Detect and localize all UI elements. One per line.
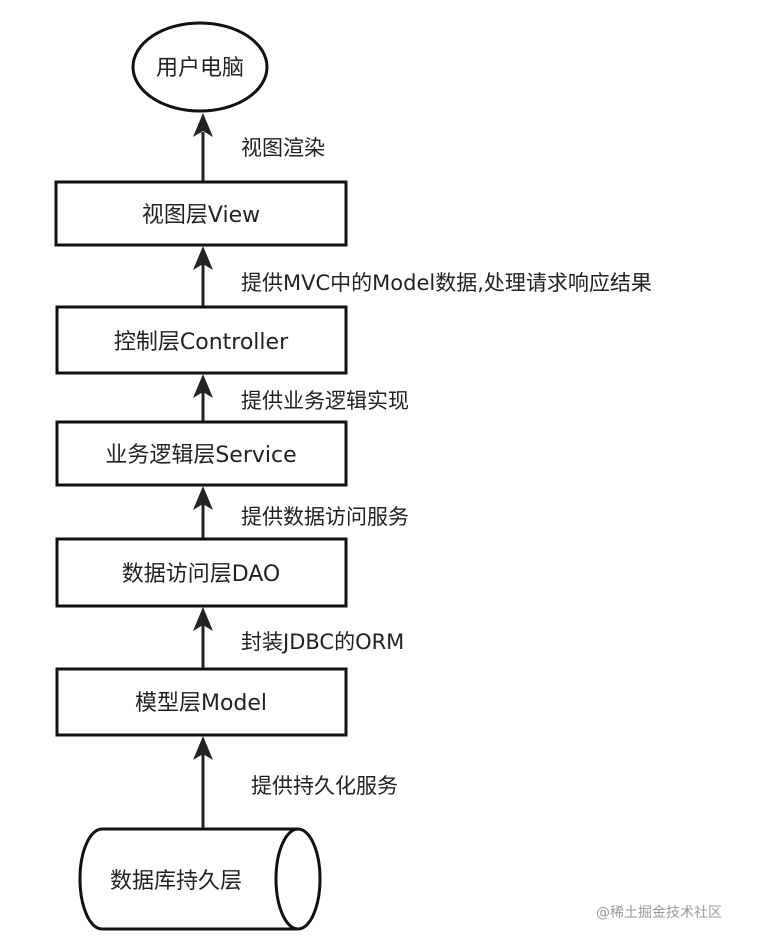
user-pc-label: 用户电脑 bbox=[156, 56, 244, 81]
dao-layer-node: 数据访问层DAO bbox=[55, 537, 348, 608]
arrow-up-icon bbox=[193, 246, 213, 270]
edge-db-to-model: 提供持久化服务 bbox=[193, 736, 398, 828]
model-layer-node: 模型层Model bbox=[55, 667, 348, 737]
watermark: @稀土掘金技术社区 bbox=[596, 905, 722, 921]
edge-label-controller-to-view: 提供MVC中的Model数据,处理请求响应结果 bbox=[241, 271, 652, 295]
persistence-layer-node: 数据库持久层 bbox=[78, 827, 322, 931]
edge-dao-to-service: 提供数据访问服务 bbox=[193, 486, 409, 538]
edge-label-service-to-controller: 提供业务逻辑实现 bbox=[241, 389, 409, 413]
arrow-up-icon bbox=[193, 374, 213, 398]
arrow-up-icon bbox=[193, 486, 213, 510]
controller-layer-node: 控制层Controller bbox=[55, 305, 348, 375]
arrow-up-icon bbox=[193, 736, 213, 760]
arrow-up-icon bbox=[193, 607, 213, 631]
dao-layer-label: 数据访问层DAO bbox=[122, 562, 281, 587]
edge-label-model-to-dao: 封装JDBC的ORM bbox=[241, 630, 404, 654]
view-layer-label: 视图层View bbox=[142, 203, 260, 228]
edge-service-to-controller: 提供业务逻辑实现 bbox=[193, 374, 409, 421]
controller-layer-label: 控制层Controller bbox=[114, 330, 289, 355]
view-layer-node: 视图层View bbox=[54, 180, 348, 247]
edge-label-db-to-model: 提供持久化服务 bbox=[251, 774, 398, 798]
edge-label-view-to-pc: 视图渲染 bbox=[241, 136, 325, 160]
edge-label-dao-to-service: 提供数据访问服务 bbox=[241, 505, 409, 529]
user-pc-node: 用户电脑 bbox=[131, 21, 269, 113]
service-layer-label: 业务逻辑层Service bbox=[105, 443, 296, 468]
edge-view-to-pc: 视图渲染 bbox=[193, 113, 325, 181]
edge-model-to-dao: 封装JDBC的ORM bbox=[193, 607, 404, 668]
model-layer-label: 模型层Model bbox=[135, 691, 267, 716]
service-layer-node: 业务逻辑层Service bbox=[55, 420, 348, 487]
persistence-layer-label: 数据库持久层 bbox=[110, 869, 242, 894]
edge-controller-to-view: 提供MVC中的Model数据,处理请求响应结果 bbox=[193, 246, 652, 306]
arrow-up-icon bbox=[193, 113, 213, 137]
